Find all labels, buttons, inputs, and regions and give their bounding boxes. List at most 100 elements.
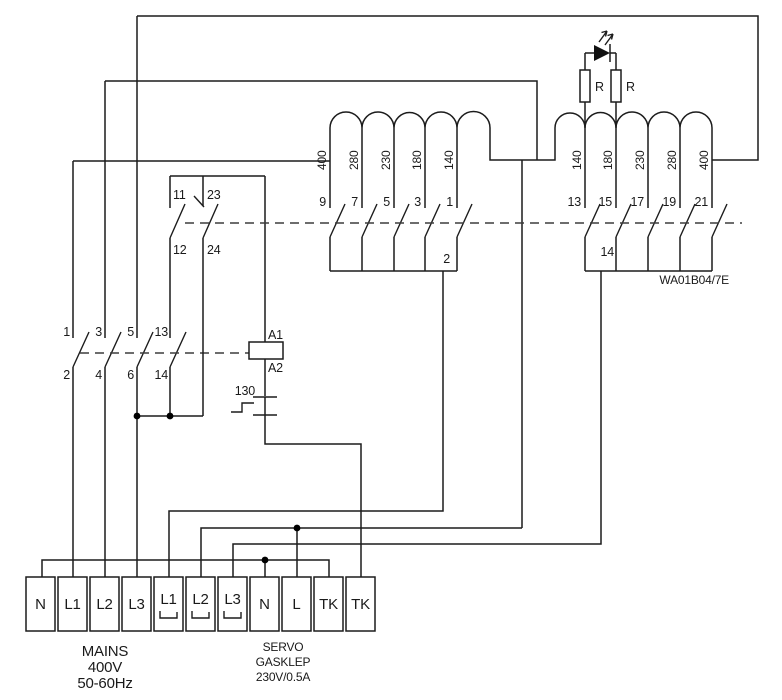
pole3-top-label: 5 [127, 325, 134, 339]
terminal-l1-mains: L1 [57, 576, 88, 632]
terminal-l2-servo: L2 [185, 576, 216, 632]
terminal-box [217, 576, 248, 632]
terminal-box [57, 576, 88, 632]
resistor-left [579, 69, 591, 103]
terminal-label: L2 [192, 591, 208, 608]
right-tap-180: 180 [601, 150, 615, 170]
left-common-2: 2 [443, 252, 450, 266]
thermal-switch: 130 [231, 384, 362, 577]
pole2-bottom-label: 4 [95, 368, 102, 382]
right-bank-rail [584, 237, 713, 272]
terminal-box [345, 576, 376, 632]
contactor-blades [72, 331, 187, 368]
right-tap-wires [584, 128, 713, 208]
contactor-coil [248, 341, 284, 360]
mains-caption-line1: MAINS [82, 643, 129, 660]
nc-contact-tick [193, 195, 205, 208]
part-number-label: WA01B04/7E [659, 273, 729, 287]
terminal-box [281, 576, 312, 632]
wire-neutral-link [41, 559, 330, 577]
aux-24-label: 24 [207, 243, 221, 257]
terminal-l3-servo: L3 [217, 576, 248, 632]
terminal-box [185, 576, 216, 632]
led-icon [594, 45, 610, 61]
left-bank-rail [329, 237, 458, 272]
switched-phase-hook-icon [223, 611, 242, 619]
aux-12-label: 12 [173, 243, 187, 257]
pole1-top-label: 1 [63, 325, 70, 339]
terminal-label: TK [351, 596, 370, 613]
captions: MAINS 400V 50-60Hz SERVO GASKLEP 230V/0.… [77, 640, 310, 692]
switched-phase-hook-icon [159, 611, 178, 619]
wire-right-common-to-L3s [232, 271, 602, 577]
aux-top-label: 13 [154, 325, 168, 339]
junction-dot [133, 412, 141, 420]
left-contact-7: 7 [351, 195, 358, 209]
junction-dot [166, 412, 174, 420]
left-selector-bank: 400 280 230 180 140 9 7 5 3 1 2 [315, 110, 491, 272]
terminal-box [313, 576, 344, 632]
terminal-tk-1: TK [313, 576, 344, 632]
switched-phase-hook-icon [191, 611, 210, 619]
terminal-label: L1 [64, 596, 80, 613]
thermal-contact-bars [253, 396, 277, 416]
left-contact-1: 1 [446, 195, 453, 209]
wire-top-rail [73, 15, 759, 162]
top-wiring [73, 15, 759, 528]
right-selector-bank: 140 180 230 280 400 13 15 17 19 21 14 WA… [554, 111, 729, 287]
pole3-bottom-label: 6 [127, 368, 134, 382]
aux-switch: 11 23 12 24 [169, 175, 265, 416]
left-tap-400: 400 [315, 150, 329, 170]
led-emission-arrows [598, 30, 614, 46]
wire-left-common-to-L1s [168, 271, 444, 577]
aux-11-label: 11 [173, 188, 186, 202]
left-winding-arcs [329, 110, 491, 129]
terminal-label: TK [319, 596, 338, 613]
led-indicator: R R [579, 30, 635, 128]
right-contact-15: 15 [598, 195, 612, 209]
servo-caption-line3: 230V/0.5A [256, 670, 310, 684]
thermal-output-wire [264, 415, 362, 577]
left-tap-180: 180 [410, 150, 424, 170]
right-contact-21: 21 [694, 195, 708, 209]
terminal-n-mains: N [25, 576, 56, 632]
pole1-bottom-label: 2 [63, 368, 70, 382]
left-tap-280: 280 [347, 150, 361, 170]
terminal-n-servo: N [249, 576, 280, 632]
terminal-label: L3 [224, 591, 240, 608]
coil-a2-label: A2 [268, 361, 283, 375]
right-tap-230: 230 [633, 150, 647, 170]
left-contact-9: 9 [319, 195, 326, 209]
aux-bottom-label: 14 [154, 368, 168, 382]
aux-switch-wires [169, 175, 265, 416]
lower-wiring [41, 271, 602, 577]
pole2-top-label: 3 [95, 325, 102, 339]
terminal-box [121, 576, 152, 632]
servo-caption-line1: SERVO [263, 640, 304, 654]
contactor-pole-wires [72, 16, 171, 577]
junction-dot [261, 556, 269, 564]
mains-caption-line3: 50-60Hz [77, 675, 132, 692]
thermal-step-icon [231, 402, 254, 413]
right-contact-17: 17 [630, 195, 644, 209]
terminal-box [153, 576, 184, 632]
right-tap-400: 400 [697, 150, 711, 170]
left-bank-blades [329, 203, 473, 238]
right-tap-140: 140 [570, 150, 584, 170]
right-tap-280: 280 [665, 150, 679, 170]
junction-dot [293, 524, 301, 532]
terminal-box [249, 576, 280, 632]
resistor-left-label: R [595, 80, 604, 94]
terminal-label: L [292, 596, 300, 613]
right-winding-arcs [554, 111, 713, 129]
mains-caption-line2: 400V [88, 659, 122, 676]
resistor-right [610, 69, 622, 103]
terminal-l1-servo: L1 [153, 576, 184, 632]
right-common-14: 14 [600, 245, 614, 259]
led-wires [584, 52, 617, 128]
terminal-box [25, 576, 56, 632]
terminal-l3-mains: L3 [121, 576, 152, 632]
left-tap-wires [329, 128, 458, 208]
